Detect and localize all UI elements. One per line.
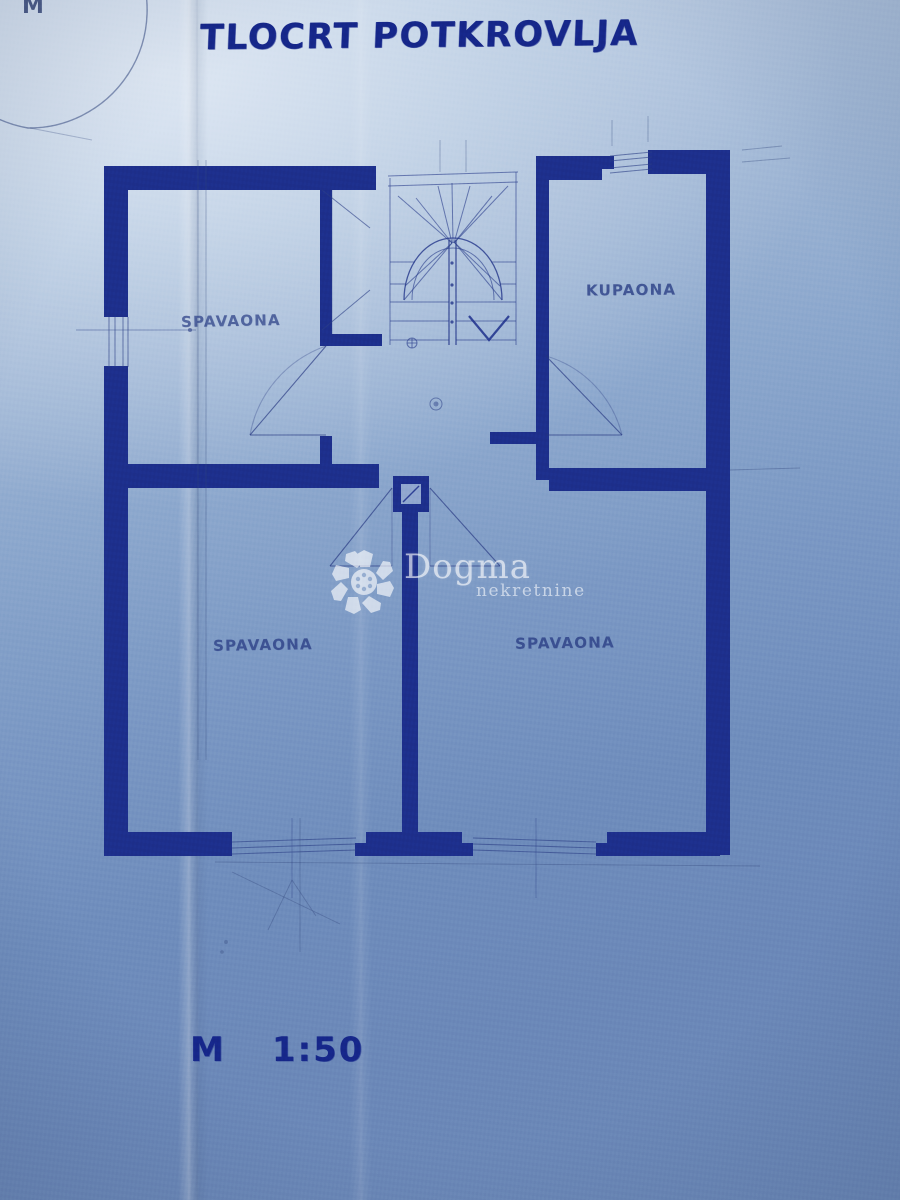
corner-circle-mark [0, 0, 148, 141]
staircase [387, 171, 519, 349]
door-lower-left-bedroom [329, 487, 393, 567]
door-bathroom [545, 355, 623, 436]
stair-direction-arrow [468, 315, 510, 342]
construction-lines [197, 116, 801, 954]
interior-walls [240, 179, 720, 856]
chimney-flue [393, 476, 429, 523]
closet-upper-left [321, 189, 371, 334]
windows-bottom [214, 818, 761, 944]
central-hall [429, 397, 443, 411]
door-lower-right-bedroom [429, 487, 501, 567]
doors [249, 189, 623, 567]
door-upper-left-bedroom [249, 345, 327, 436]
